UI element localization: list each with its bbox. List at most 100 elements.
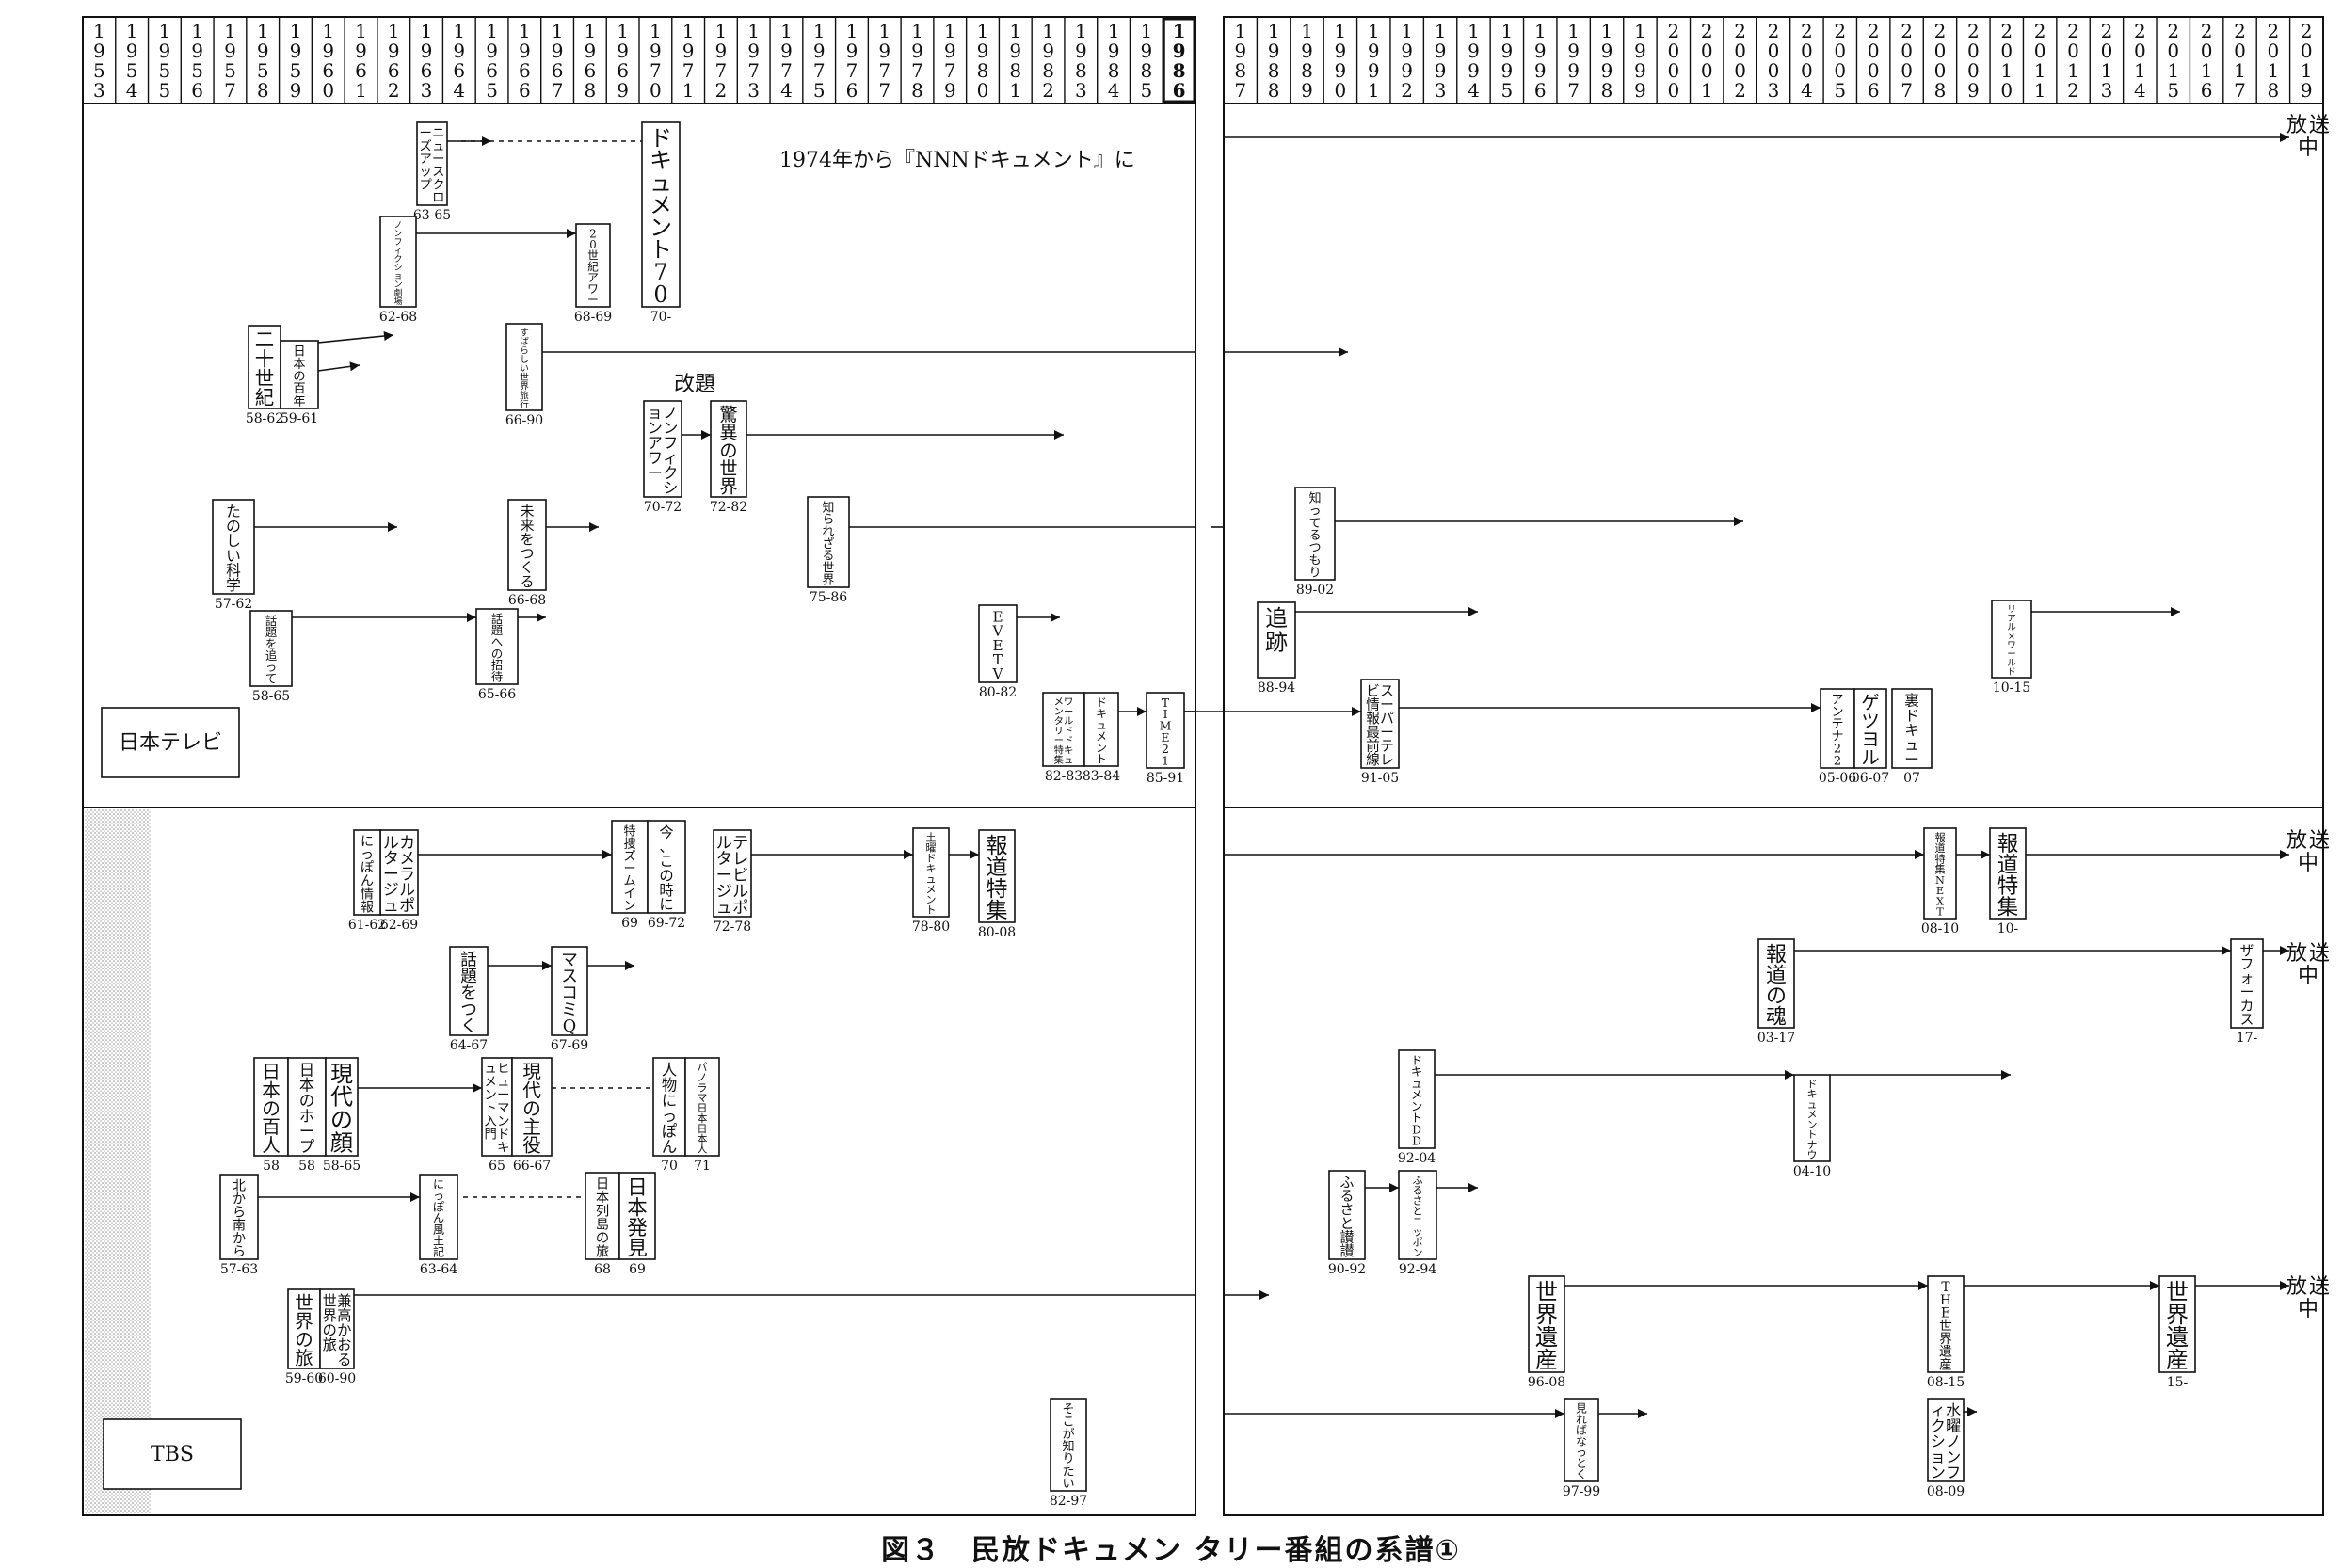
year-digit: 8 <box>1042 59 1054 82</box>
year-digit: 9 <box>1075 40 1087 62</box>
year-digit: 1 <box>2301 59 2313 82</box>
year-digit: 1 <box>2034 79 2046 102</box>
program-title: 話題への招待 <box>491 612 503 684</box>
year-digit: 0 <box>1934 59 1947 82</box>
year-digit: 9 <box>1468 40 1480 62</box>
year-digit: 1 <box>290 20 302 42</box>
year-digit: 0 <box>1768 59 1780 82</box>
year-digit: 5 <box>159 79 171 102</box>
year-digit: 9 <box>846 40 858 62</box>
year-digit: 2 <box>1934 20 1947 42</box>
year-digit: 7 <box>1567 79 1580 102</box>
year-digit: 6 <box>421 59 433 82</box>
program-years: 08-15 <box>1927 1375 1965 1390</box>
year-digit: 1 <box>1368 20 1380 42</box>
program-title: カメラルポルタージュ <box>383 833 415 915</box>
program-years: 80-08 <box>978 925 1016 940</box>
program-title: ドキュメントナウ <box>1807 1079 1818 1161</box>
year-digit: 1 <box>93 20 105 42</box>
program-title: 二十世紀 <box>255 328 275 409</box>
year-digit: 0 <box>1868 59 1880 82</box>
year-digit: 0 <box>1734 59 1746 82</box>
year-digit: 6 <box>1534 79 1547 102</box>
year-digit: 9 <box>552 40 564 62</box>
year-digit: 7 <box>552 79 564 102</box>
program-title: スーパーテレビ情報最前線 <box>1366 683 1394 768</box>
year-digit: 0 <box>1868 40 1880 62</box>
year-digit: 1 <box>1140 20 1152 42</box>
year-digit: 9 <box>388 40 400 62</box>
year-digit: 7 <box>224 79 236 102</box>
year-digit: 5 <box>93 59 105 82</box>
year-digit: 9 <box>617 40 629 62</box>
year-digit: 9 <box>911 40 923 62</box>
year-digit: 0 <box>1701 40 1713 62</box>
year-digit: 5 <box>224 59 236 82</box>
program-title: ニュースクローズアップ <box>420 127 445 205</box>
year-digit: 7 <box>944 59 956 82</box>
year-digit: 3 <box>1768 79 1780 102</box>
year-digit: 1 <box>552 20 564 42</box>
program-title: たのしい科学 <box>226 503 241 594</box>
year-digit: 1 <box>1534 20 1547 42</box>
year-digit: 2 <box>2101 20 2113 42</box>
year-digit: 0 <box>650 79 662 102</box>
year-digit: 0 <box>1901 59 1913 82</box>
program-years: 82-97 <box>1050 1494 1087 1509</box>
year-digit: 0 <box>2101 40 2113 62</box>
year-digit: 1 <box>813 20 826 42</box>
year-digit: 9 <box>1335 59 1347 82</box>
year-digit: 9 <box>944 79 956 102</box>
note-nnn: 1974年から『NNNドキュメント』に <box>779 149 1135 172</box>
year-digit: 0 <box>1834 40 1846 62</box>
program-title: 北から南から <box>233 1178 246 1259</box>
year-digit: 4 <box>1801 79 1813 102</box>
program-years: 72-78 <box>714 920 751 935</box>
year-digit: 2 <box>2067 79 2079 102</box>
program-years: 66-68 <box>508 593 546 608</box>
year-digit: 0 <box>1701 59 1713 82</box>
program-title: 日本列島の旅 <box>596 1177 609 1260</box>
year-digit: 6 <box>191 79 203 102</box>
year-digit: 0 <box>1667 40 1679 62</box>
program-years: 71 <box>694 1159 711 1174</box>
year-digit: 0 <box>1335 79 1347 102</box>
year-digit: 9 <box>1601 40 1613 62</box>
program-years: 57-62 <box>215 597 252 612</box>
year-digit: 4 <box>126 79 138 102</box>
year-digit: 1 <box>1009 20 1021 42</box>
program-years: 69 <box>621 916 638 931</box>
year-digit: 1 <box>1173 20 1186 42</box>
program-title: 報道の魂 <box>1766 943 1787 1029</box>
year-digit: 1 <box>191 20 203 42</box>
year-digit: 1 <box>911 20 923 42</box>
year-digit: 1 <box>1108 20 1120 42</box>
year-digit: 9 <box>715 40 728 62</box>
